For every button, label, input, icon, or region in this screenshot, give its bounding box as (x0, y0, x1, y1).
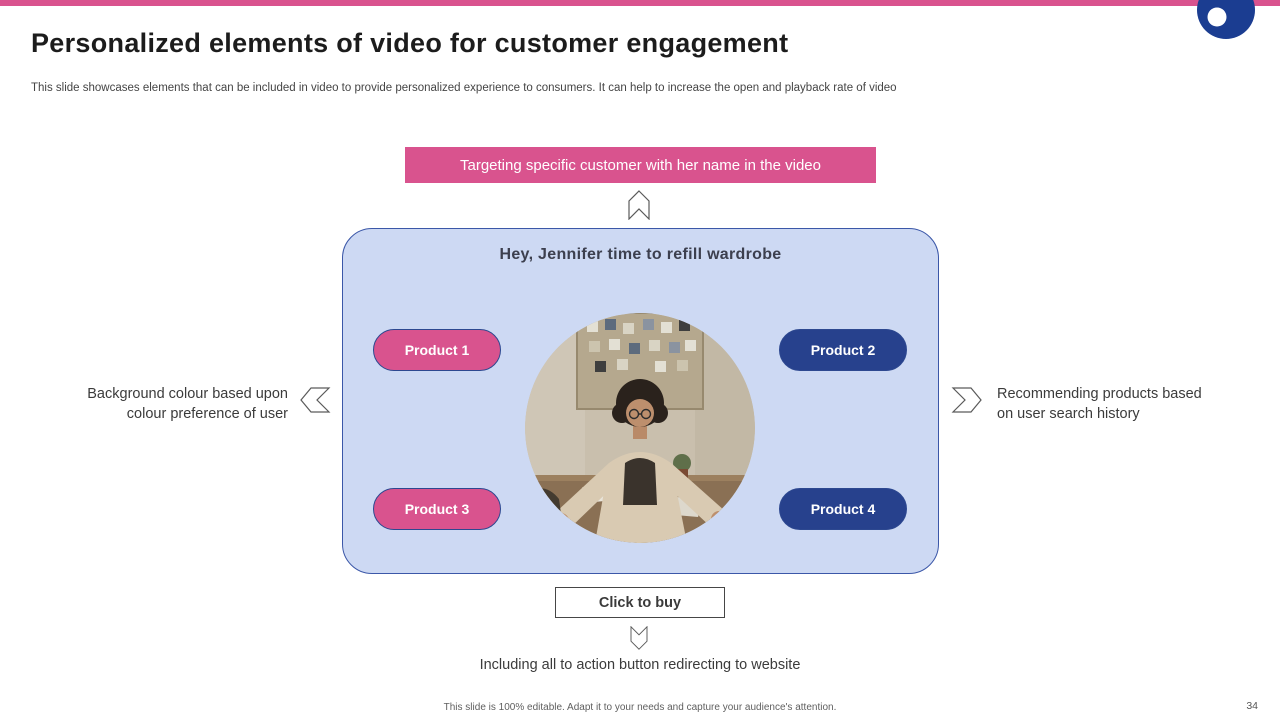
annotation-left-line1: Background colour based upon (87, 386, 288, 402)
top-accent-bar (0, 0, 1280, 6)
product-1-label: Product 1 (404, 342, 470, 358)
targeting-banner-label: Targeting specific customer with her nam… (459, 156, 821, 174)
product-4-label: Product 4 (810, 501, 876, 517)
page-number: 34 (1246, 700, 1258, 712)
chevron-right-icon (951, 387, 982, 413)
slide-footer-note: This slide is 100% editable. Adapt it to… (443, 702, 837, 713)
product-4-button[interactable]: Product 4 (779, 488, 907, 530)
click-to-buy-label: Click to buy (598, 594, 682, 611)
product-2-label: Product 2 (810, 342, 876, 358)
customer-photo (525, 313, 755, 543)
page-title: Personalized elements of video for custo… (31, 28, 789, 58)
annotation-right-line1: Recommending products based (997, 386, 1202, 402)
chevron-down-icon (630, 626, 648, 650)
annotation-recommendations: Recommending products based on user sear… (997, 384, 1247, 424)
brand-logo-icon (1197, 0, 1255, 39)
slide-subtitle: This slide showcases elements that can b… (31, 82, 897, 94)
annotation-right-line2: on user search history (997, 406, 1140, 422)
targeting-banner: Targeting specific customer with her nam… (405, 147, 876, 183)
product-3-label: Product 3 (404, 501, 470, 517)
product-3-button[interactable]: Product 3 (373, 488, 501, 530)
woman-at-desk-illustration (525, 313, 755, 543)
product-1-button[interactable]: Product 1 (373, 329, 501, 371)
click-to-buy-button[interactable]: Click to buy (555, 587, 725, 618)
chevron-left-icon (300, 387, 331, 413)
annotation-background-colour: Background colour based upon colour pref… (20, 384, 288, 424)
product-2-button[interactable]: Product 2 (779, 329, 907, 371)
annotation-call-to-action: Including all to action button redirecti… (479, 657, 801, 673)
annotation-left-line2: colour preference of user (126, 406, 288, 422)
chevron-up-icon (628, 190, 650, 220)
video-greeting-text: Hey, Jennifer time to refill wardrobe (499, 246, 782, 263)
